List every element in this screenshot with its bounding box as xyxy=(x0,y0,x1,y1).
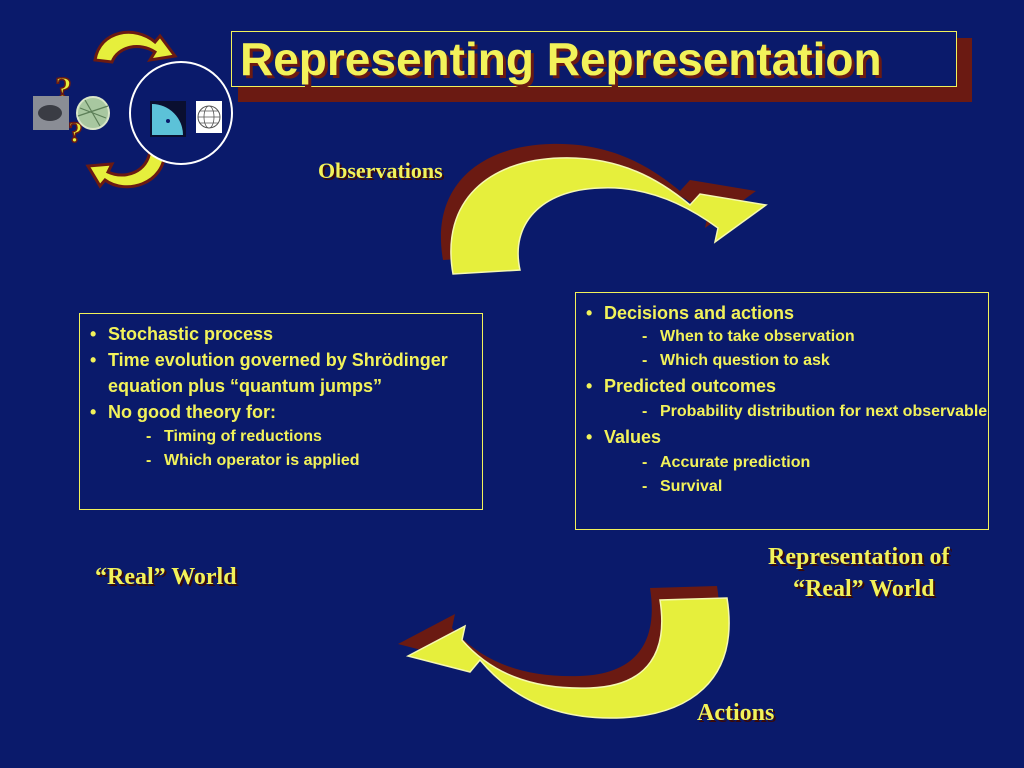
question-mark-icon: ? xyxy=(68,116,83,149)
list-subitem: Which operator is applied xyxy=(80,449,482,473)
list-subitem-text: Accurate prediction xyxy=(660,454,811,471)
list-item-text: Decisions and actions xyxy=(604,303,795,323)
list-subitem: Accurate prediction xyxy=(576,451,988,475)
logo-arrow-bottom xyxy=(85,148,167,189)
list-item: Predicted outcomes xyxy=(576,373,988,400)
list-item: No good theory for: xyxy=(80,399,482,425)
list-item-text: Predicted outcomes xyxy=(604,376,777,396)
list-item: Stochastic process xyxy=(80,321,482,347)
representation-box: Decisions and actions When to take obser… xyxy=(575,292,989,530)
list-item: Time evolution governed by Shrödinger eq… xyxy=(80,347,482,399)
representation-list: Decisions and actions When to take obser… xyxy=(576,301,988,499)
list-item-text: Time evolution governed by Shrödinger eq… xyxy=(108,350,448,396)
representation-label-line1: Representation of xyxy=(768,544,950,570)
list-subitem-text: Which question to ask xyxy=(660,352,830,369)
real-world-list: Stochastic process Time evolution govern… xyxy=(80,321,482,473)
list-subitem-text: Timing of reductions xyxy=(164,428,322,445)
list-item-text: No good theory for: xyxy=(108,402,276,422)
observations-arrow xyxy=(450,157,768,275)
observations-label: Observations xyxy=(318,158,443,183)
list-subitem: Which question to ask xyxy=(576,349,988,373)
observations-arrow-icon xyxy=(440,143,768,275)
list-subitem-text: Probability distribution for next observ… xyxy=(660,403,988,420)
list-item: Decisions and actions xyxy=(576,301,988,325)
eye-iris xyxy=(38,105,62,121)
real-world-box: Stochastic process Time evolution govern… xyxy=(79,313,483,510)
real-world-label: “Real” World xyxy=(95,564,237,590)
list-subitem-text: When to take observation xyxy=(660,328,855,345)
globe-lines xyxy=(77,99,109,127)
list-subitem-text: Survival xyxy=(660,478,723,495)
list-subitem: When to take observation xyxy=(576,325,988,349)
list-subitem-text: Which operator is applied xyxy=(164,452,360,469)
list-item-text: Stochastic process xyxy=(108,324,274,344)
representation-label-line2: “Real” World xyxy=(793,576,935,602)
page-title: Representing Representation xyxy=(240,33,882,85)
actions-arrow-icon xyxy=(398,586,730,719)
list-item: Values xyxy=(576,423,988,451)
list-item-text: Values xyxy=(604,427,662,447)
list-subitem: Survival xyxy=(576,475,988,499)
list-subitem: Timing of reductions xyxy=(80,425,482,449)
actions-arrow xyxy=(405,597,730,719)
list-subitem: Probability distribution for next observ… xyxy=(576,400,988,423)
title-box: Representing Representation xyxy=(231,31,957,87)
quarter-circle-dot xyxy=(166,119,170,123)
cycle-logo-icon: ? ? ? ? xyxy=(33,30,233,189)
logo-arrow-top xyxy=(93,30,178,64)
actions-label: Actions xyxy=(697,700,775,726)
